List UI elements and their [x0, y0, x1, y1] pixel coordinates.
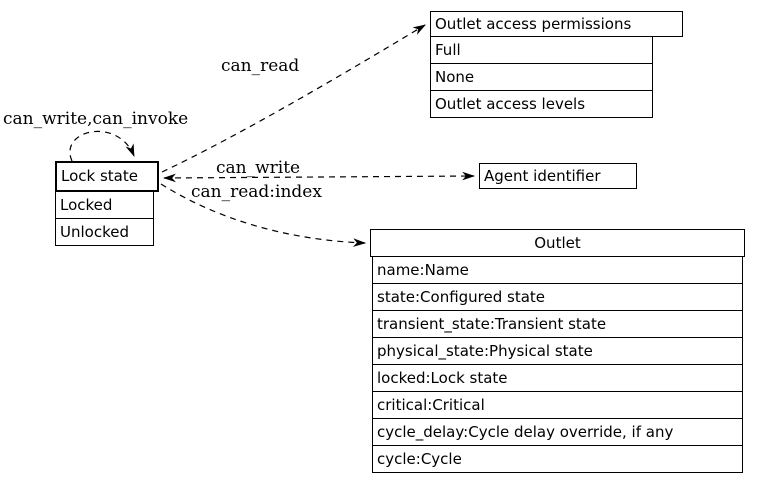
edge-self-loop-can-write-invoke — [69, 130, 135, 162]
node-agent-identifier: Agent identifier — [479, 163, 637, 189]
permissions-value-none: None — [430, 63, 653, 91]
outlet-attr-state: state:Configured state — [372, 283, 743, 311]
outlet-attr-critical: critical:Critical — [372, 391, 743, 419]
edge-can-read-index-to-outlet — [160, 183, 367, 247]
permissions-value-outlet-access-levels: Outlet access levels — [430, 90, 653, 118]
node-lock-state: Lock state Locked Unlocked — [55, 161, 159, 246]
outlet-attr-locked: locked:Lock state — [372, 364, 743, 392]
edge-label-can-write-can-invoke: can_write,can_invoke — [3, 109, 189, 129]
lock-state-title[interactable]: Lock state — [55, 161, 159, 192]
outlet-title[interactable]: Outlet — [370, 229, 745, 257]
outlet-attr-cycle-delay: cycle_delay:Cycle delay override, if any — [372, 418, 743, 446]
outlet-attr-physical-state: physical_state:Physical state — [372, 337, 743, 365]
edge-label-can-read: can_read — [221, 56, 300, 76]
node-outlet: Outlet name:Name state:Configured state … — [370, 229, 745, 473]
edge-can-read-to-permissions — [161, 24, 426, 173]
edge-label-can-write: can_write — [216, 158, 301, 178]
outlet-attr-name: name:Name — [372, 256, 743, 284]
lock-state-value-unlocked: Unlocked — [55, 218, 154, 246]
outlet-attr-cycle: cycle:Cycle — [372, 445, 743, 473]
outlet-access-permissions-title[interactable]: Outlet access permissions — [430, 11, 683, 37]
lock-state-value-locked: Locked — [55, 191, 154, 219]
edge-label-can-read-index: can_read:index — [191, 182, 322, 202]
outlet-attr-transient-state: transient_state:Transient state — [372, 310, 743, 338]
node-outlet-access-permissions: Outlet access permissions Full None Outl… — [430, 11, 683, 118]
edge-can-write-to-agent — [162, 171, 476, 183]
permissions-value-full: Full — [430, 36, 653, 64]
agent-identifier-title[interactable]: Agent identifier — [479, 163, 637, 189]
